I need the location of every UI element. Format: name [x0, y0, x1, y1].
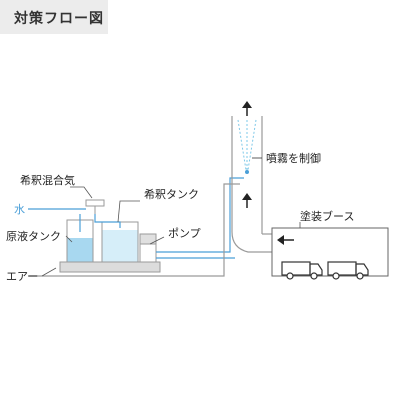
label-paint-booth: 塗装ブース	[300, 209, 354, 223]
spray-cone	[237, 119, 257, 171]
arrow-up-icon	[242, 101, 252, 116]
label-dilution-tank: 希釈タンク	[144, 187, 199, 201]
label-pump: ポンプ	[168, 227, 201, 240]
water-pipes	[28, 177, 244, 259]
pump	[139, 233, 157, 263]
exhaust-duct	[231, 116, 272, 253]
truck-icon	[281, 261, 323, 280]
truck-icon	[327, 261, 369, 280]
leader-lines	[41, 186, 301, 277]
mixer-device	[85, 199, 105, 214]
title-box: 対策フロー図	[0, 0, 108, 34]
label-mixer: 希釈混合気	[20, 173, 75, 187]
label-raw-tank: 原液タンク	[6, 229, 61, 243]
diagram-title: 対策フロー図	[14, 11, 104, 27]
arrow-up-icon	[242, 193, 252, 208]
label-air: エアー	[6, 270, 38, 283]
arrow-left-icon	[277, 235, 294, 245]
label-water: 水	[14, 203, 25, 216]
paint-booth	[271, 227, 389, 277]
label-spray-control: 噴霧を制御	[266, 151, 321, 165]
base-platform	[59, 261, 161, 273]
spray-nozzle	[245, 170, 249, 174]
